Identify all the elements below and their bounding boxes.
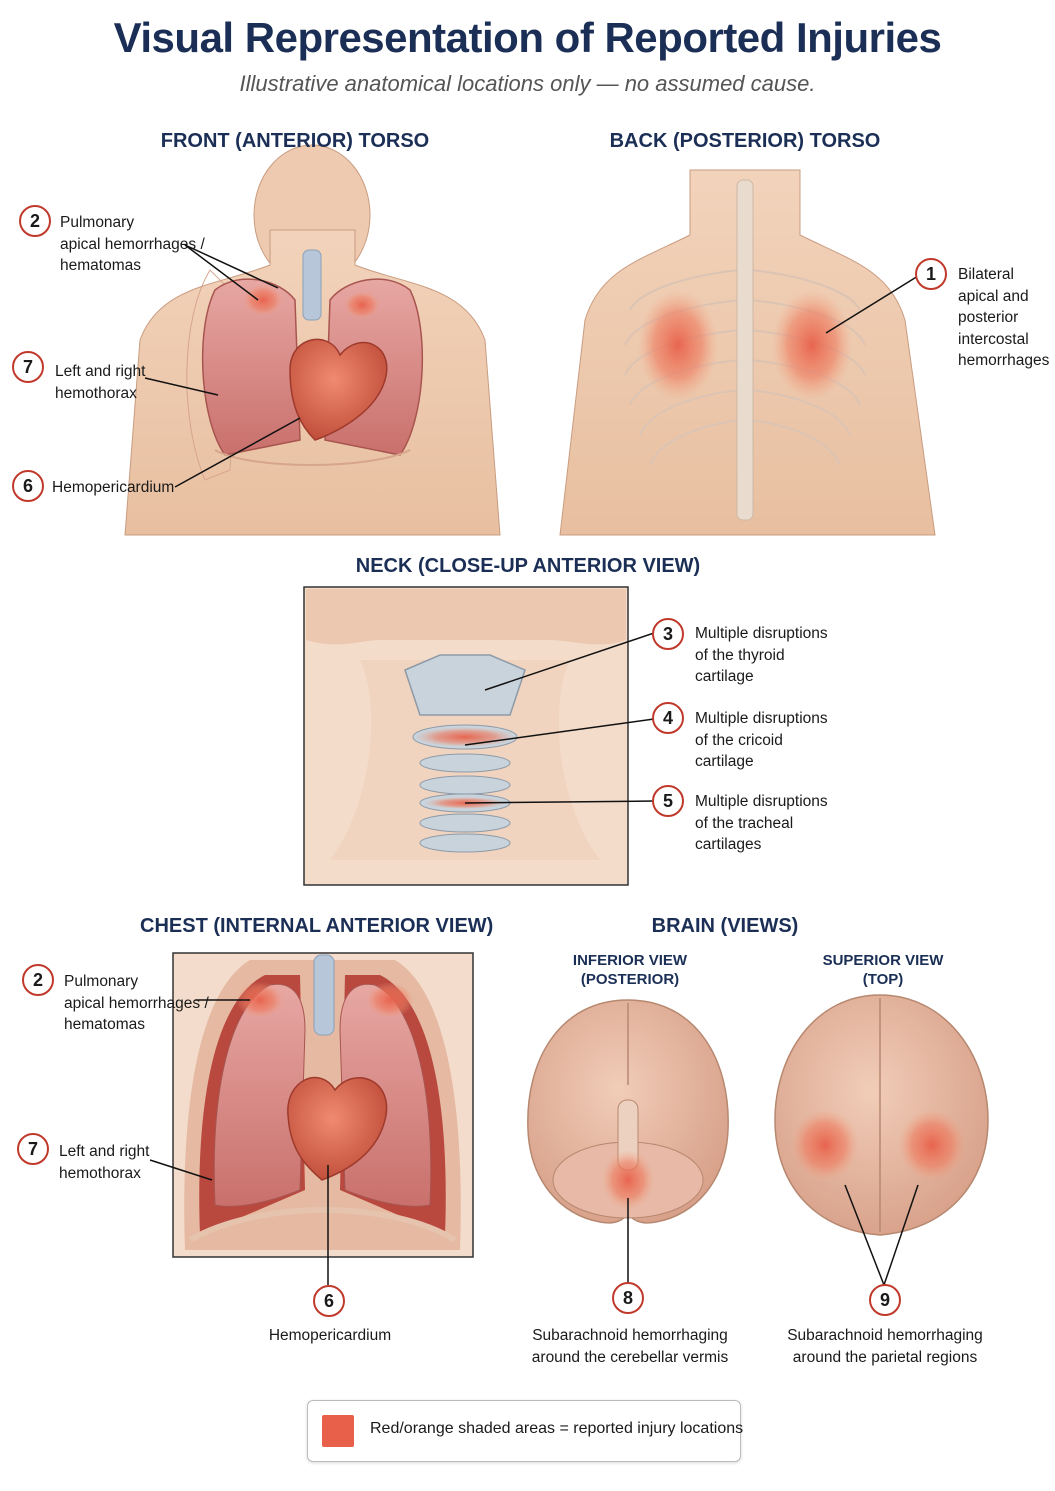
- callout-line: Multiple disruptions: [695, 710, 828, 727]
- brain-superior-illustration: [774, 994, 989, 1236]
- legend-box: Red/orange shaded areas = reported injur…: [307, 1400, 744, 1462]
- callout-line: hemothorax: [55, 384, 137, 402]
- brain-inferior-heading: INFERIOR VIEW (POSTERIOR): [545, 951, 715, 989]
- callout-badge: 1: [915, 258, 947, 290]
- callout-line: posterior: [958, 309, 1019, 326]
- page-subtitle: Illustrative anatomical locations only —…: [239, 71, 816, 96]
- callout-badge: 9: [869, 1284, 901, 1316]
- neck-heading: NECK (CLOSE-UP ANTERIOR VIEW): [355, 555, 701, 577]
- callout-label: Subarachnoid hemorrhaging around the cer…: [510, 1325, 750, 1368]
- brain-superior-heading: SUPERIOR VIEW (TOP): [798, 951, 968, 989]
- callout-line: cartilages: [695, 836, 762, 853]
- callout-line: Multiple disruptions: [695, 625, 828, 642]
- callout-badge: 2: [19, 205, 51, 237]
- callout-label: Hemopericardium: [52, 477, 174, 499]
- front-torso-illustration: [124, 144, 501, 536]
- callout-line: apical hemorrhages /: [60, 235, 205, 253]
- callout-line: Subarachnoid hemorrhaging: [787, 1327, 983, 1344]
- callout-line: of the thyroid: [695, 646, 785, 664]
- chest-internal-illustration: [172, 952, 474, 1258]
- brain-inferior-heading-line: (POSTERIOR): [580, 971, 680, 988]
- legend-swatch: [322, 1415, 354, 1447]
- callout-line: hematomas: [64, 1016, 145, 1033]
- callout-line: Bilateral: [958, 266, 1014, 283]
- callout-label: Multiple disruptions of the tracheal car…: [695, 791, 828, 856]
- callout-line: apical hemorrhages /: [64, 994, 209, 1012]
- callout-line: hemorrhages: [958, 352, 1050, 369]
- brain-heading: BRAIN (VIEWS): [651, 915, 799, 937]
- neck-illustration: [303, 586, 629, 886]
- brain-superior-heading-line: (TOP): [862, 971, 904, 988]
- front-torso-heading: FRONT (ANTERIOR) TORSO: [160, 130, 430, 152]
- callout-label: Left and right hemothorax: [55, 361, 145, 404]
- leader-lines: [144, 244, 919, 1286]
- callout-line: around the cerebellar vermis: [531, 1348, 729, 1366]
- legend-text: Red/orange shaded areas = reported injur…: [370, 1420, 744, 1437]
- callout-line: Subarachnoid hemorrhaging: [532, 1327, 728, 1344]
- callout-label: Pulmonary apical hemorrhages / hematomas: [60, 212, 205, 277]
- callout-badge: 4: [652, 702, 684, 734]
- back-torso-illustration: [559, 169, 936, 536]
- callout-label: Multiple disruptions of the thyroid cart…: [695, 623, 828, 688]
- callout-label: Bilateral apical and posterior intercost…: [958, 264, 1049, 372]
- callout-label: Multiple disruptions of the cricoid cart…: [695, 708, 828, 773]
- callout-line: around the parietal regions: [792, 1348, 978, 1366]
- callout-badge: 2: [22, 964, 54, 996]
- callout-line: of the cricoid: [695, 731, 783, 749]
- callout-line: cartilage: [695, 753, 754, 770]
- chest-heading: CHEST (INTERNAL ANTERIOR VIEW): [140, 915, 494, 937]
- callout-line: intercostal: [958, 330, 1029, 348]
- back-torso-heading: BACK (POSTERIOR) TORSO: [609, 130, 881, 152]
- callout-line: Hemopericardium: [52, 479, 175, 496]
- callout-badge: 8: [612, 1282, 644, 1314]
- callout-line: cartilage: [695, 668, 754, 685]
- callout-label: Left and right hemothorax: [59, 1141, 149, 1184]
- brain-superior-heading-line: SUPERIOR VIEW: [822, 952, 944, 969]
- callout-badge: 7: [12, 351, 44, 383]
- callout-line: apical and: [958, 287, 1029, 305]
- callout-line: Left and right: [55, 363, 146, 380]
- brain-inferior-heading-line: INFERIOR VIEW: [572, 952, 688, 969]
- callout-line: Pulmonary: [64, 973, 139, 990]
- callout-badge: 3: [652, 618, 684, 650]
- callout-line: Left and right: [59, 1143, 150, 1160]
- callout-line: of the tracheal: [695, 814, 794, 832]
- callout-badge: 6: [12, 470, 44, 502]
- callout-label: Hemopericardium: [230, 1325, 430, 1347]
- callout-badge: 6: [313, 1285, 345, 1317]
- callout-label: Subarachnoid hemorrhaging around the par…: [765, 1325, 1005, 1368]
- brain-inferior-illustration: [527, 999, 729, 1224]
- callout-line: hemothorax: [59, 1164, 141, 1182]
- page-title: Visual Representation of Reported Injuri…: [113, 14, 942, 61]
- callout-line: Multiple disruptions: [695, 793, 828, 810]
- callout-badge: 5: [652, 785, 684, 817]
- callout-badge: 7: [17, 1133, 49, 1165]
- callout-label: Pulmonary apical hemorrhages / hematomas: [64, 971, 209, 1036]
- callout-line: Hemopericardium: [268, 1327, 392, 1344]
- callout-line: hematomas: [60, 257, 141, 274]
- callout-line: Pulmonary: [60, 214, 135, 231]
